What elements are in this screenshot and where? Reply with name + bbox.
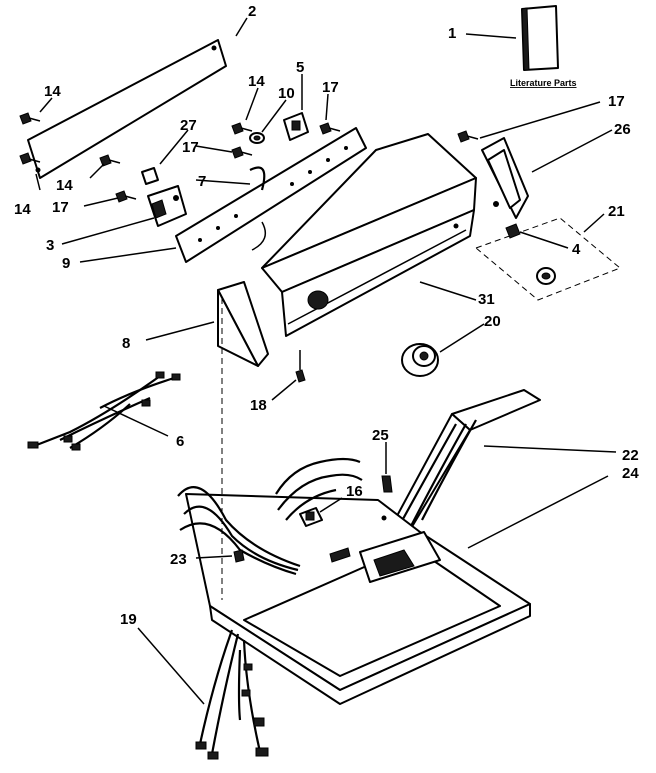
screw-14-mid [99, 154, 121, 167]
callout-22: 22 [622, 447, 639, 464]
group-box-21 [475, 217, 621, 301]
callout-18: 18 [250, 397, 267, 414]
callout-7: 7 [198, 173, 206, 190]
callout-9: 9 [62, 255, 70, 272]
wire-harness-6 [27, 371, 181, 451]
control-panel-back [27, 39, 227, 179]
callout-6: 6 [176, 433, 184, 450]
timer-assembly-3 [147, 185, 187, 227]
callout-23: 23 [170, 551, 187, 568]
part-27 [141, 167, 159, 185]
screw-18 [295, 350, 306, 383]
callout-14-mid: 14 [56, 177, 73, 194]
screw-14-lower-left [19, 152, 41, 165]
wire-harness-19 [195, 629, 269, 760]
callout-10: 10 [278, 85, 295, 102]
callout-20: 20 [484, 313, 501, 330]
end-cap-8 [217, 281, 269, 367]
screw-17-right [457, 130, 479, 143]
callout-14-lower-left: 14 [14, 201, 31, 218]
knob-20 [401, 343, 439, 377]
screw-25 [381, 475, 393, 493]
screw-17-left [115, 190, 137, 203]
part-10 [249, 132, 265, 144]
callout-5: 5 [296, 59, 304, 76]
callout-16: 16 [346, 483, 363, 500]
callout-27: 27 [180, 117, 197, 134]
switch-5 [283, 112, 309, 141]
console-housing-31 [261, 133, 477, 337]
literature-parts-label: Literature Parts [510, 78, 577, 88]
screw-17-upper [319, 122, 341, 135]
callout-8: 8 [122, 335, 130, 352]
callout-labels: 1 2 3 4 5 6 7 8 9 10 14 14 14 14 14 16 1… [14, 3, 639, 628]
console-bracket-9 [175, 127, 367, 263]
leader-lines [35, 17, 617, 705]
connector-16 [299, 507, 323, 527]
literature-booklet: Literature Parts [510, 5, 577, 88]
screw-14-upper-left [19, 112, 41, 125]
callout-21: 21 [608, 203, 625, 220]
top-24 [185, 493, 531, 705]
part-4 [505, 223, 521, 239]
callout-17-left: 17 [52, 199, 69, 216]
callout-17-top: 17 [322, 79, 339, 96]
top-wiring [177, 457, 363, 576]
callout-19: 19 [120, 611, 137, 628]
callout-1: 1 [448, 25, 456, 42]
callout-17-left-upper: 17 [182, 139, 199, 156]
callout-2: 2 [248, 3, 256, 20]
callout-24: 24 [622, 465, 639, 482]
screw-17-mid [231, 146, 253, 159]
screw-23 [221, 298, 245, 600]
callout-4: 4 [572, 241, 581, 258]
duct-22 [383, 389, 541, 541]
callout-25: 25 [372, 427, 389, 444]
screw-14-top [231, 122, 253, 135]
callout-17-right: 17 [608, 93, 625, 110]
end-cap-26 [481, 137, 529, 219]
knob-21 [536, 267, 556, 285]
callout-26: 26 [614, 121, 631, 138]
callout-14-top: 14 [248, 73, 265, 90]
callout-3: 3 [46, 237, 54, 254]
callout-31: 31 [478, 291, 495, 308]
callout-14-upper-left: 14 [44, 83, 61, 100]
